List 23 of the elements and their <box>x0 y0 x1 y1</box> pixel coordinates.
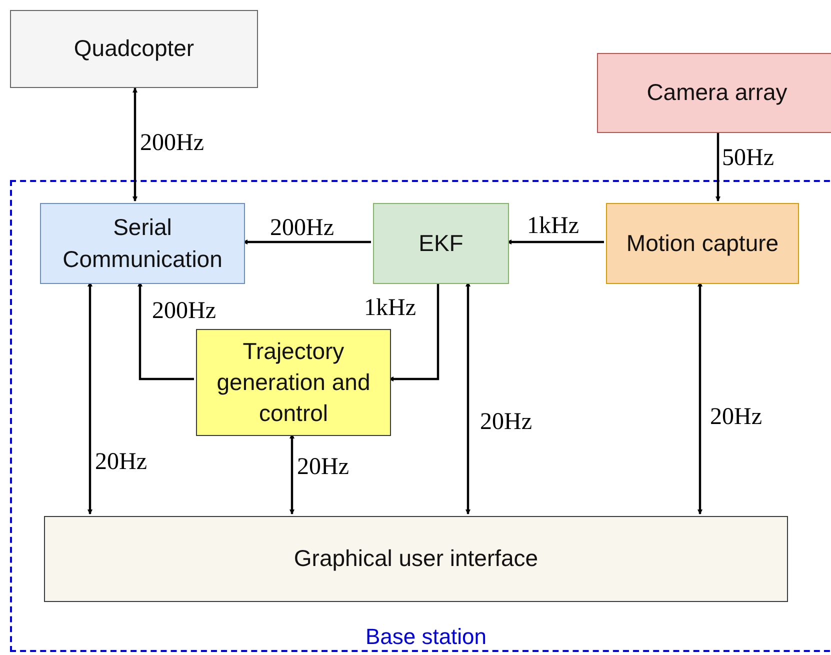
group-label: Base station <box>364 624 488 650</box>
box-label: EKF <box>418 228 464 258</box>
process-box <box>10 10 258 88</box>
arrow <box>698 282 702 514</box>
box-label: Quadcopter <box>72 34 196 64</box>
arrow <box>716 133 720 202</box>
arrow <box>466 282 470 514</box>
arrow <box>132 88 138 202</box>
process-box <box>196 329 391 436</box>
box-label: Graphical user interface <box>292 544 540 574</box>
process-box <box>597 53 831 133</box>
arrow <box>290 434 294 514</box>
arrow <box>88 282 92 514</box>
group-boundary <box>10 180 831 652</box>
box-label: Serial Communication <box>62 213 224 274</box>
box-label: Motion capture <box>625 228 780 258</box>
process-box <box>40 203 245 284</box>
box-label: Camera array <box>646 78 788 108</box>
process-box <box>373 203 509 284</box>
box-label: Trajectory generation and control <box>216 336 372 428</box>
arrow <box>138 282 194 380</box>
process-box <box>606 203 799 284</box>
process-box <box>44 516 788 602</box>
